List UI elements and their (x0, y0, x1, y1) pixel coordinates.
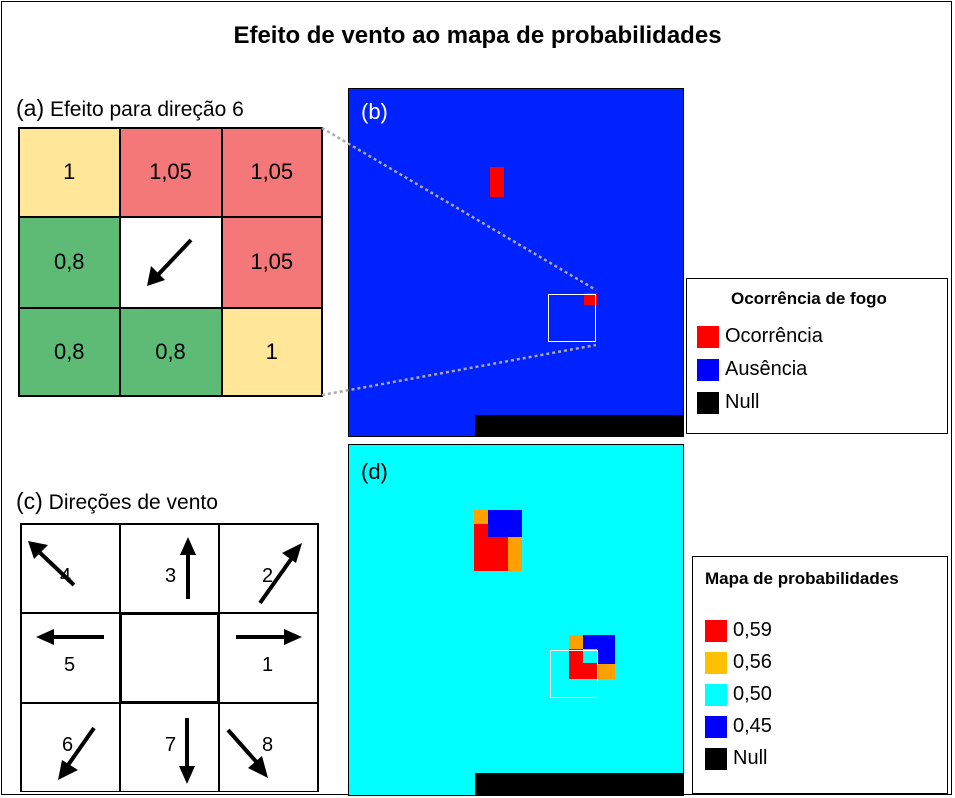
direction-cell-se: 8 (219, 702, 318, 792)
legend-swatch-blue (697, 358, 719, 381)
wind-effect-grid: 1 1,05 1,05 0,8 1,05 0,8 0,8 1 (18, 127, 323, 397)
effect-cell-se: 1 (221, 307, 322, 396)
fire-legend-item: Ausência (697, 358, 807, 381)
prob-cell-056 (569, 635, 583, 649)
fire-legend-item: Null (697, 391, 759, 414)
legend-swatch-red (705, 619, 727, 642)
null-area (475, 415, 683, 436)
fire-occurrence-cell (584, 293, 597, 305)
null-area (475, 773, 683, 795)
prob-cell-056 (597, 664, 615, 679)
effect-cell-n: 1,05 (119, 128, 222, 217)
effect-cell-w: 0,8 (19, 216, 120, 308)
direction-label-5: 5 (64, 654, 76, 677)
direction-label-8: 8 (262, 733, 274, 756)
arrow-east-icon (236, 629, 302, 646)
probability-legend-label: 0,50 (733, 683, 772, 705)
panel-a-label: (a) (16, 95, 45, 121)
prob-cell-059 (569, 649, 583, 679)
legend-swatch-orange (705, 651, 727, 674)
panel-a-heading: (a) Efeito para direção 6 (16, 95, 244, 122)
effect-cell-sw: 0,8 (19, 307, 120, 396)
probability-legend-label: 0,45 (733, 715, 772, 737)
panel-c-caption: Direções de vento (48, 491, 218, 514)
probability-legend-label: Null (733, 747, 768, 769)
probability-legend-label: 0,59 (733, 619, 772, 641)
panel-c-label: (c) (16, 488, 43, 514)
panel-c-heading: (c) Direções de vento (16, 488, 218, 515)
panel-b-label: (b) (361, 99, 388, 124)
probability-legend-item: Null (705, 747, 767, 770)
fire-legend-label: Null (725, 391, 760, 413)
prob-cell-056 (508, 537, 522, 571)
prob-cell-059 (474, 524, 488, 571)
legend-swatch-blue (705, 715, 727, 738)
arrow-southwest-icon (58, 726, 96, 780)
direction-cell-w: 5 (21, 613, 120, 703)
prob-cell-056 (474, 510, 488, 524)
probability-legend-label: 0,56 (733, 651, 772, 673)
arrow-northwest-icon (28, 541, 76, 587)
fire-legend-label: Ocorrência (725, 325, 823, 347)
figure-title: Efeito de vento ao mapa de probabilidade… (233, 22, 722, 49)
legend-swatch-black (705, 747, 727, 770)
effect-cell-s: 0,8 (119, 307, 222, 396)
direction-cell-s: 7 (120, 702, 219, 792)
fire-legend-title: Ocorrência de fogo (731, 289, 887, 308)
effect-cell-ne: 1,05 (221, 128, 322, 217)
fire-legend-item: Ocorrência (697, 325, 823, 348)
zoom-window (550, 650, 598, 698)
legend-swatch-red (697, 325, 719, 348)
direction-cell-e: 1 (219, 613, 318, 703)
prob-cell-059 (583, 663, 597, 679)
direction-label-7: 7 (165, 733, 177, 756)
prob-cell-045 (488, 510, 522, 537)
zoom-window (548, 294, 596, 342)
fire-legend: Ocorrência de fogo Ocorrência Ausência N… (686, 278, 948, 434)
effect-cell-center (119, 216, 222, 308)
direction-cell-n: 3 (120, 524, 219, 614)
effect-cell-e: 1,05 (221, 216, 322, 308)
direction-label-4: 4 (60, 565, 72, 587)
fire-occurrence-map: (b) (348, 88, 684, 437)
prob-cell-050 (583, 649, 597, 663)
arrow-northeast-icon (258, 543, 302, 605)
probability-legend-title: Mapa de probabilidades (705, 569, 899, 588)
panel-a-caption: Efeito para direção 6 (49, 98, 244, 121)
direction-cell-center (120, 613, 219, 703)
effect-cell-nw: 1 (19, 128, 120, 217)
probability-legend: Mapa de probabilidades 0,59 0,56 0,50 0,… (692, 556, 948, 794)
direction-cell-nw: 4 (21, 524, 120, 614)
probability-legend-item: 0,45 (705, 715, 772, 738)
probability-legend-item: 0,56 (705, 651, 772, 674)
probability-map: (d) (348, 444, 684, 796)
fire-legend-label: Ausência (725, 358, 808, 380)
arrow-southwest-icon (146, 238, 192, 286)
direction-label-2: 2 (262, 565, 274, 587)
arrow-west-icon (36, 629, 104, 646)
direction-label-6: 6 (62, 733, 74, 756)
probability-legend-item: 0,50 (705, 683, 772, 706)
arrow-north-icon (180, 537, 196, 599)
prob-cell-059 (488, 537, 508, 571)
legend-swatch-cyan (705, 683, 727, 706)
wind-directions-grid: 4 3 2 5 1 6 7 (20, 523, 319, 792)
panel-d-label: (d) (361, 459, 388, 484)
legend-swatch-black (697, 391, 719, 414)
direction-label-1: 1 (262, 654, 274, 677)
arrow-south-icon (179, 717, 195, 784)
direction-cell-ne: 2 (219, 524, 318, 614)
direction-cell-sw: 6 (21, 702, 120, 792)
fire-occurrence-cell (490, 167, 504, 197)
direction-label-3: 3 (165, 565, 177, 587)
probability-legend-item: 0,59 (705, 619, 772, 642)
arrow-southeast-icon (226, 728, 268, 778)
